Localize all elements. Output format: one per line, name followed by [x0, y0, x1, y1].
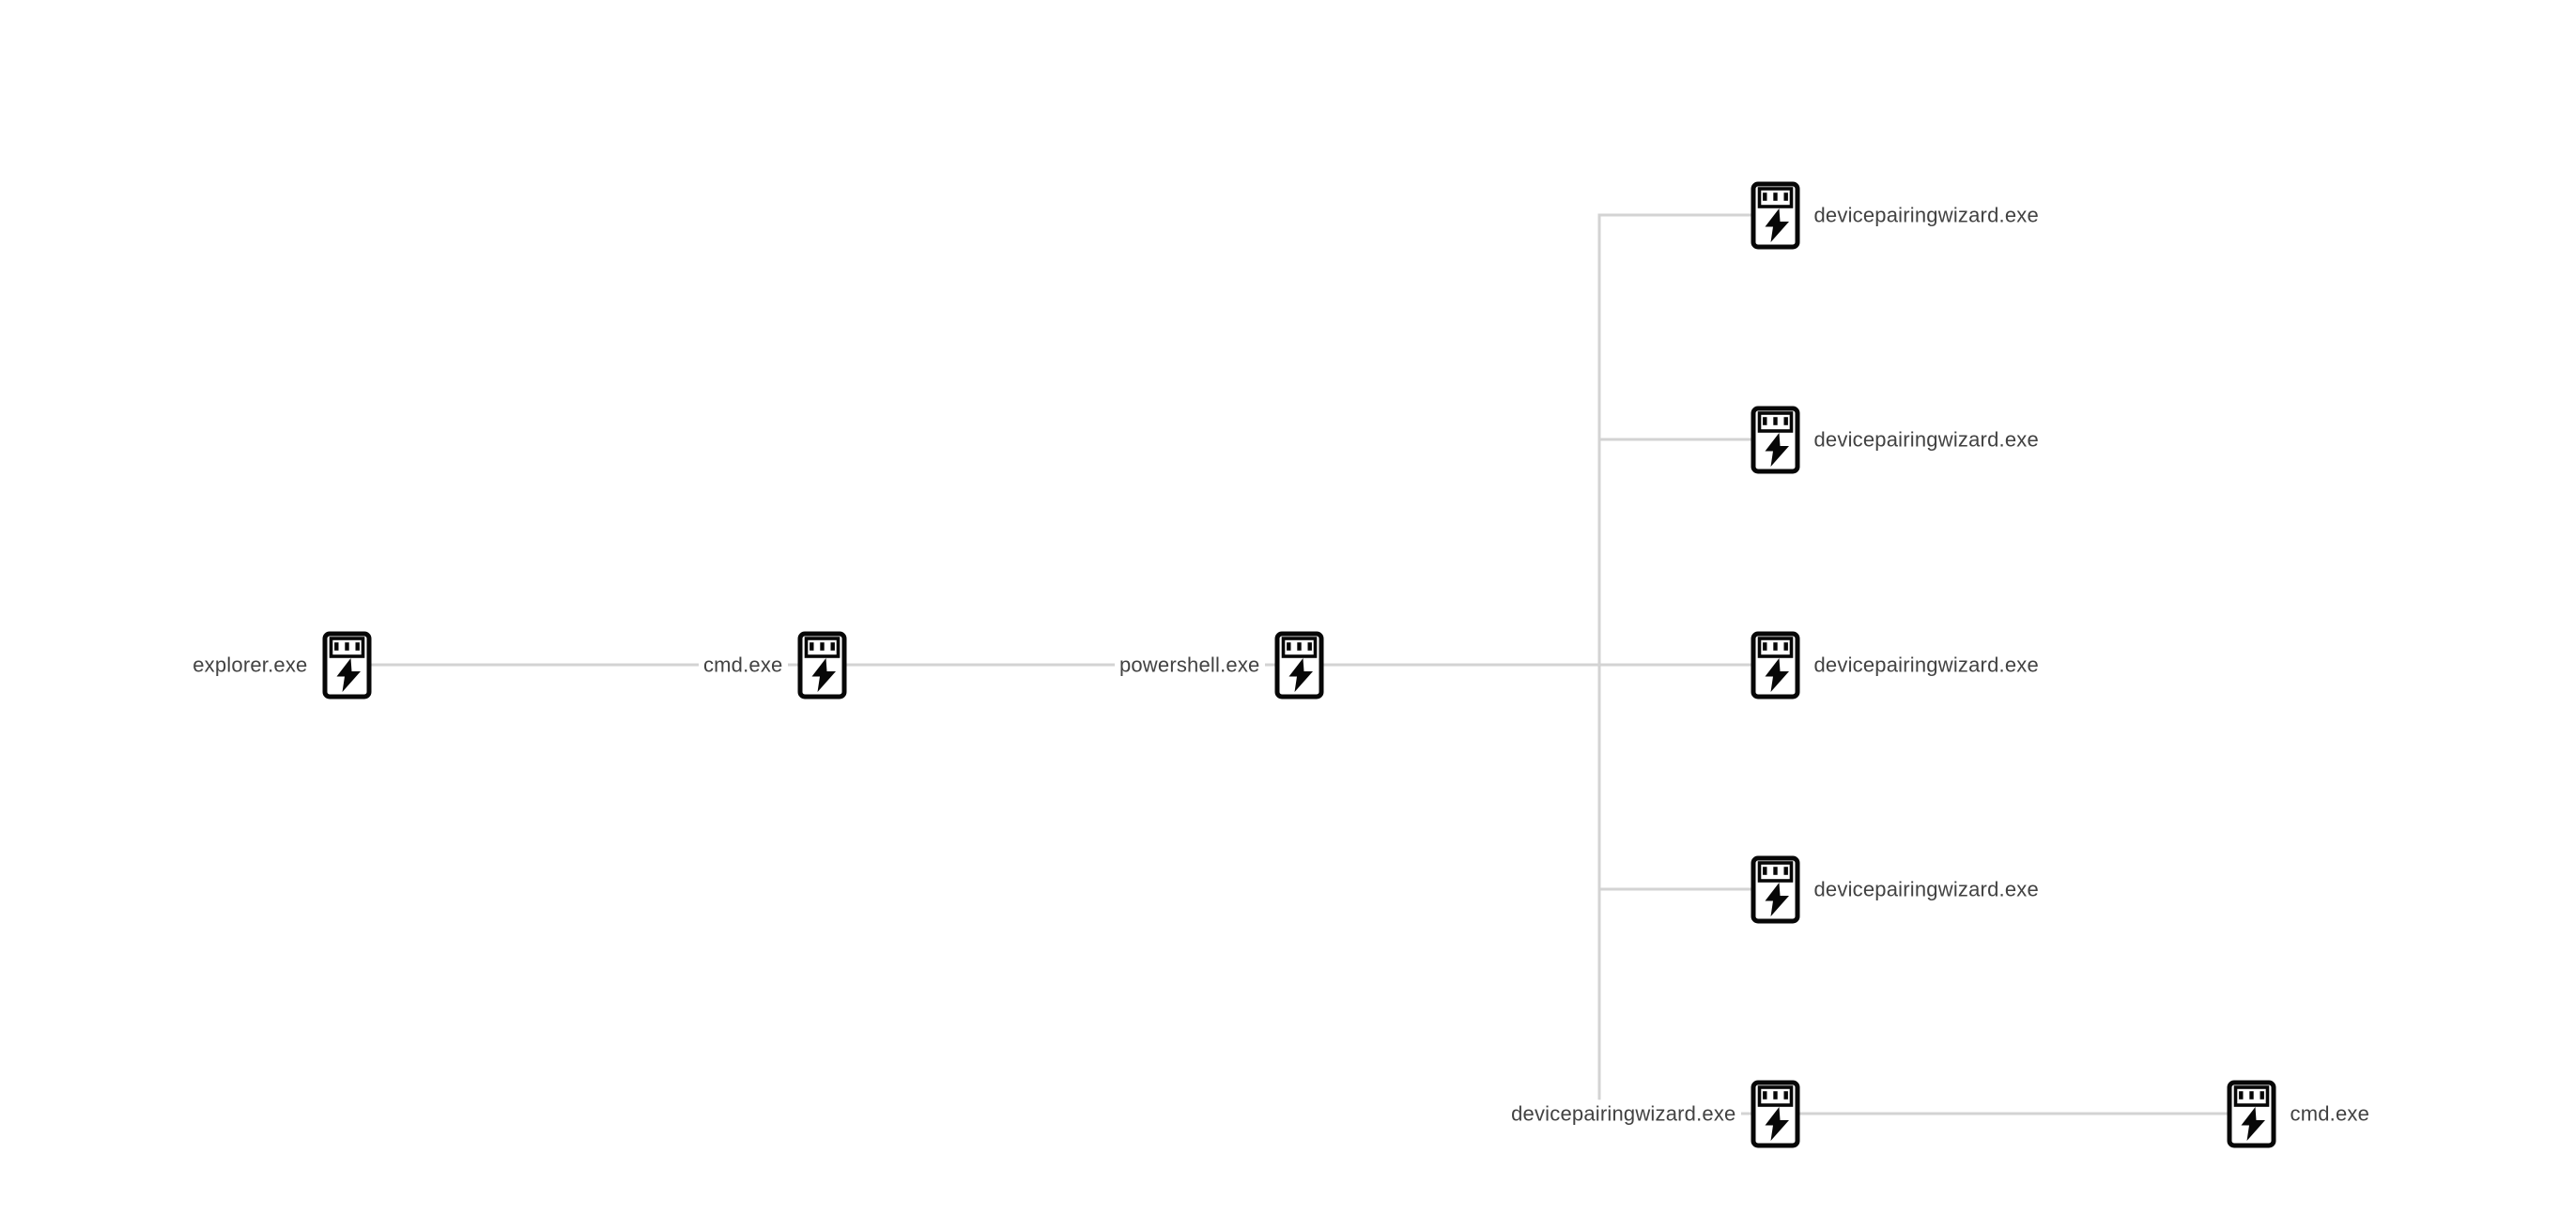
process-icon: [797, 631, 846, 699]
process-icon: [1274, 631, 1323, 699]
process-icon: [1751, 631, 1799, 699]
process-node-devicepairingwizard-5[interactable]: devicepairingwizard.exe: [1506, 1080, 1800, 1148]
process-label: cmd.exe: [2285, 1100, 2375, 1128]
process-icon: [1751, 1080, 1799, 1147]
process-label: devicepairingwizard.exe: [1809, 425, 2044, 454]
process-node-powershell[interactable]: powershell.exe: [1114, 631, 1324, 700]
process-node-explorer[interactable]: explorer.exe: [188, 631, 372, 700]
process-icon: [1751, 406, 1799, 473]
edge-powershell-to-devicepairingwizard-2: [1299, 438, 1775, 667]
process-label: explorer.exe: [188, 651, 313, 679]
process-node-devicepairingwizard-4[interactable]: devicepairingwizard.exe: [1751, 855, 2044, 924]
process-icon: [1751, 181, 1799, 249]
process-icon: [322, 631, 371, 699]
process-label: powershell.exe: [1114, 651, 1265, 679]
process-label: cmd.exe: [698, 651, 788, 679]
process-label: devicepairingwizard.exe: [1809, 651, 2044, 679]
process-node-devicepairingwizard-1[interactable]: devicepairingwizard.exe: [1751, 181, 2044, 250]
process-icon: [1751, 855, 1799, 923]
process-node-devicepairingwizard-2[interactable]: devicepairingwizard.exe: [1751, 406, 2044, 474]
process-label: devicepairingwizard.exe: [1809, 201, 2044, 229]
process-node-cmd-1[interactable]: cmd.exe: [698, 631, 847, 700]
process-icon: [2227, 1080, 2275, 1147]
process-node-devicepairingwizard-3[interactable]: devicepairingwizard.exe: [1751, 631, 2044, 700]
edge-powershell-to-devicepairingwizard-4: [1299, 663, 1775, 891]
process-node-cmd-2[interactable]: cmd.exe: [2227, 1080, 2375, 1148]
process-label: devicepairingwizard.exe: [1809, 875, 2044, 903]
process-label: devicepairingwizard.exe: [1506, 1100, 1741, 1128]
